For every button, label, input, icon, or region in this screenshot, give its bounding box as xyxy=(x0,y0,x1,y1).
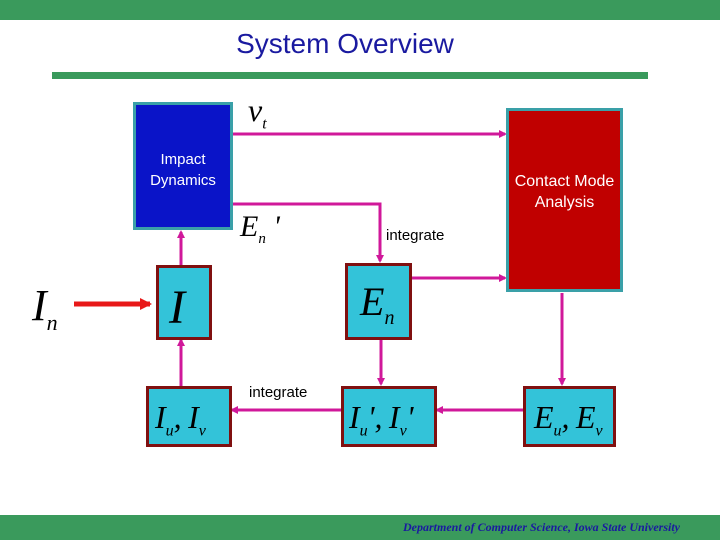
symbol-en-prime: En ' xyxy=(240,210,280,247)
integrate-label-bottom: integrate xyxy=(249,384,308,401)
contact-mode-analysis-label: Contact Mode Analysis xyxy=(514,173,615,211)
symbol-i: I xyxy=(169,281,185,334)
eu-ev-box: Eu, Ev xyxy=(523,386,616,447)
symbol-vt: vt xyxy=(248,92,267,133)
integrate-label-top: integrate xyxy=(386,227,445,244)
symbol-iu-iv: Iu, Iv xyxy=(155,399,206,440)
symbol-iu-iv-prime: Iu', Iv' xyxy=(349,399,414,440)
symbol-eu-ev: Eu, Ev xyxy=(534,399,603,440)
energy-en-box: En xyxy=(345,263,412,340)
impact-dynamics-label: Impact Dynamics xyxy=(150,151,216,189)
connector-impact-to-en xyxy=(233,202,384,263)
impact-dynamics-box: Impact Dynamics xyxy=(133,102,233,230)
footer-bar: Department of Computer Science, Iowa Sta… xyxy=(0,515,720,540)
top-accent-bar xyxy=(0,0,720,20)
symbol-in-input: In xyxy=(32,281,58,335)
title-underline xyxy=(52,72,648,79)
contact-mode-analysis-box: Contact Mode Analysis xyxy=(506,108,623,292)
iu-iv-box: Iu, Iv xyxy=(146,386,232,447)
iu-iv-prime-box: Iu', Iv' xyxy=(341,386,437,447)
impulse-i-box: I xyxy=(156,265,212,340)
symbol-en: En xyxy=(360,279,395,329)
footer-text: Department of Computer Science, Iowa Sta… xyxy=(403,520,680,534)
page-title: System Overview xyxy=(236,28,454,59)
